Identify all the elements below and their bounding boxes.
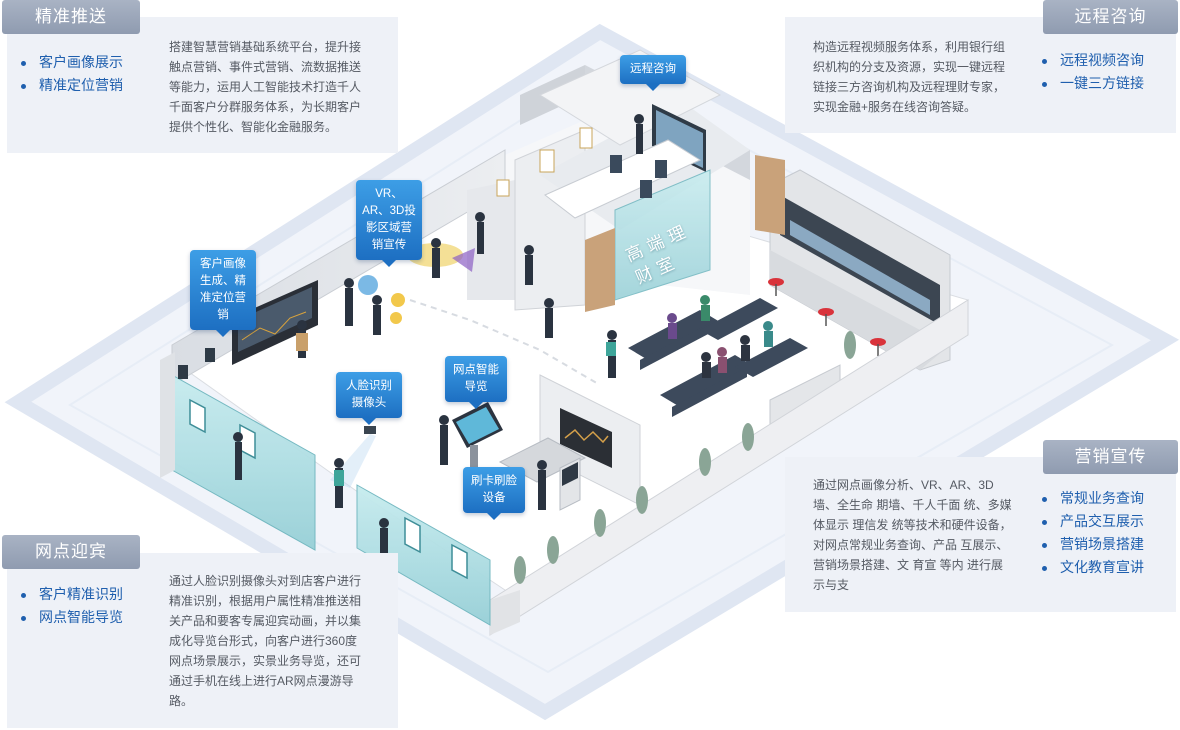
branch-welcome-description: 通过人脸识别摄像头对到店客户进行精准识别，根据用户属性精准推送相关产品和要客专属… bbox=[169, 574, 362, 708]
panel-precise-push: 客户画像展示 精准定位营销 搭建智慧营销基础系统平台，提升接触点营销、事件式营销… bbox=[7, 17, 398, 153]
list-item: 营销场景搭建 bbox=[1040, 533, 1144, 556]
callout-smart-guide: 网点智能导览 bbox=[445, 356, 507, 409]
callout-customer-portrait: 客户画像生成、精准定位营销 bbox=[190, 250, 256, 337]
marketing-promo-description: 通过网点画像分析、VR、AR、3D墙、全生命 期墙、千人千面 统、多媒体显示 理… bbox=[813, 478, 1012, 592]
front-right-wall bbox=[489, 299, 969, 636]
tab-branch-welcome: 网点迎宾 bbox=[2, 535, 140, 569]
callout-remote-consult: 远程咨询 bbox=[620, 55, 686, 91]
marketing-promo-list: 常规业务查询 产品交互展示 营销场景搭建 文化教育宣讲 bbox=[1040, 487, 1144, 579]
list-item: 客户精准识别 bbox=[19, 583, 123, 606]
portrait-screen bbox=[232, 280, 318, 365]
list-item: 精准定位营销 bbox=[19, 74, 123, 97]
list-item: 客户画像展示 bbox=[19, 51, 123, 74]
list-item: 一键三方链接 bbox=[1040, 72, 1144, 95]
precise-push-list: 客户画像展示 精准定位营销 bbox=[19, 51, 123, 97]
remote-consult-description: 构造远程视频服务体系，利用银行组织机构的分支及资源，实现一键远程链接三方咨询机构… bbox=[813, 40, 1006, 114]
panel-marketing-promo: 通过网点画像分析、VR、AR、3D墙、全生命 期墙、千人千面 统、多媒体显示 理… bbox=[785, 457, 1176, 612]
panel-branch-welcome: 客户精准识别 网点智能导览 通过人脸识别摄像头对到店客户进行精准识别，根据用户属… bbox=[7, 553, 398, 728]
tab-precise-push: 精准推送 bbox=[2, 0, 140, 34]
front-left-glass-wall bbox=[160, 348, 491, 626]
remote-consult-list: 远程视频咨询 一键三方链接 bbox=[1040, 49, 1144, 95]
list-item: 网点智能导览 bbox=[19, 606, 123, 629]
tab-marketing-promo: 营销宣传 bbox=[1043, 440, 1178, 474]
callout-vr-area: VR、AR、3D投影区域营销宣传 bbox=[356, 180, 422, 267]
branch-welcome-list: 客户精准识别 网点智能导览 bbox=[19, 583, 123, 629]
list-item: 远程视频咨询 bbox=[1040, 49, 1144, 72]
tab-remote-consult: 远程咨询 bbox=[1043, 0, 1178, 34]
list-item: 常规业务查询 bbox=[1040, 487, 1144, 510]
panel-remote-consult: 构造远程视频服务体系，利用银行组织机构的分支及资源，实现一键远程链接三方咨询机构… bbox=[785, 17, 1176, 133]
list-item: 文化教育宣讲 bbox=[1040, 556, 1144, 579]
guide-kiosk bbox=[452, 402, 503, 480]
wealth-room bbox=[544, 139, 711, 312]
callout-card-face-device: 刷卡刷脸设备 bbox=[463, 467, 525, 520]
list-item: 产品交互展示 bbox=[1040, 510, 1144, 533]
waiting-seats bbox=[628, 298, 808, 417]
callout-face-camera: 人脸识别摄像头 bbox=[336, 372, 402, 425]
people bbox=[233, 114, 773, 568]
precise-push-description: 搭建智慧营销基础系统平台，提升接触点营销、事件式营销、流数据推送等能力，运用人工… bbox=[169, 40, 362, 134]
